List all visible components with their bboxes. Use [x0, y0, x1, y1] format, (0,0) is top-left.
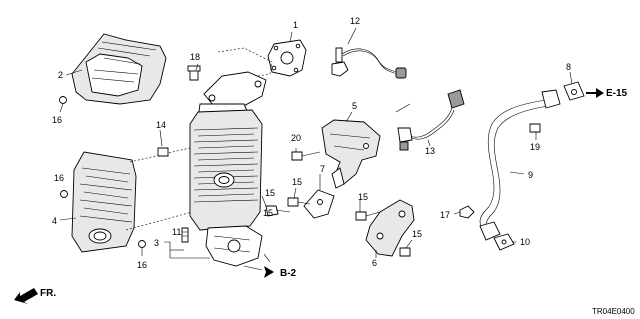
- bolt-20: [291, 151, 321, 161]
- bolt-15-c: [355, 211, 381, 221]
- bolt-15-a: [265, 205, 291, 217]
- bolt-18: [187, 65, 201, 81]
- bolt-16-upper: [59, 96, 67, 104]
- lower-bracket: [365, 199, 415, 257]
- bolt-15-d: [399, 247, 411, 257]
- callout-16b: 16: [54, 173, 64, 183]
- callout-15a: 15: [265, 188, 275, 198]
- bolt-16-left: [60, 190, 68, 198]
- callout-7: 7: [320, 164, 325, 174]
- callout-16c: 16: [137, 260, 147, 270]
- arrow-e15-icon: [586, 88, 604, 98]
- arrow-b2-icon: [264, 266, 274, 278]
- callout-11: 11: [172, 227, 181, 237]
- callout-6: 6: [372, 258, 377, 268]
- bracket-stay: [303, 167, 345, 219]
- bolt-15-b: [287, 197, 311, 207]
- callout-8: 8: [566, 62, 571, 72]
- callout-10: 10: [520, 237, 530, 247]
- clamp-10: [493, 233, 515, 251]
- gasket: [267, 39, 307, 77]
- bolt-14: [157, 147, 169, 157]
- callout-17: 17: [440, 210, 450, 220]
- catalytic-converter: [189, 71, 267, 267]
- stud-11: [181, 227, 189, 243]
- nut-17: [459, 205, 475, 219]
- callout-3: 3: [154, 238, 159, 248]
- callout-15e: 15: [263, 208, 273, 218]
- callout-2: 2: [58, 70, 63, 80]
- callout-15c: 15: [358, 192, 368, 202]
- callout-4: 4: [52, 216, 57, 226]
- callout-1: 1: [293, 20, 298, 30]
- bolt-16-bottom: [138, 240, 146, 248]
- bolt-19: [529, 123, 541, 133]
- callout-13: 13: [425, 146, 435, 156]
- front-direction-arrow-icon: [14, 288, 38, 304]
- converter-bracket: [321, 119, 381, 185]
- diagram-code: TR04E0400: [592, 307, 635, 316]
- callout-12: 12: [350, 16, 360, 26]
- callout-19: 19: [530, 142, 540, 152]
- lower-heat-shield: [71, 151, 137, 253]
- callout-16a: 16: [52, 115, 62, 125]
- ref-e15: E-15: [606, 88, 628, 99]
- ref-b2: B-2: [280, 268, 297, 279]
- callout-9: 9: [528, 170, 533, 180]
- callout-18: 18: [190, 52, 200, 62]
- callout-14: 14: [156, 120, 166, 130]
- pipe-flange-8: [563, 81, 585, 101]
- callout-20: 20: [291, 133, 301, 143]
- upper-heat-shield: [71, 33, 167, 105]
- callout-5: 5: [352, 101, 357, 111]
- oxygen-sensor-lower: [397, 89, 465, 151]
- callout-15d: 15: [412, 229, 422, 239]
- callout-15b: 15: [292, 177, 302, 187]
- oxygen-sensor-upper: [331, 47, 407, 79]
- egr-pipe: [479, 89, 561, 241]
- front-label: FR.: [40, 288, 56, 299]
